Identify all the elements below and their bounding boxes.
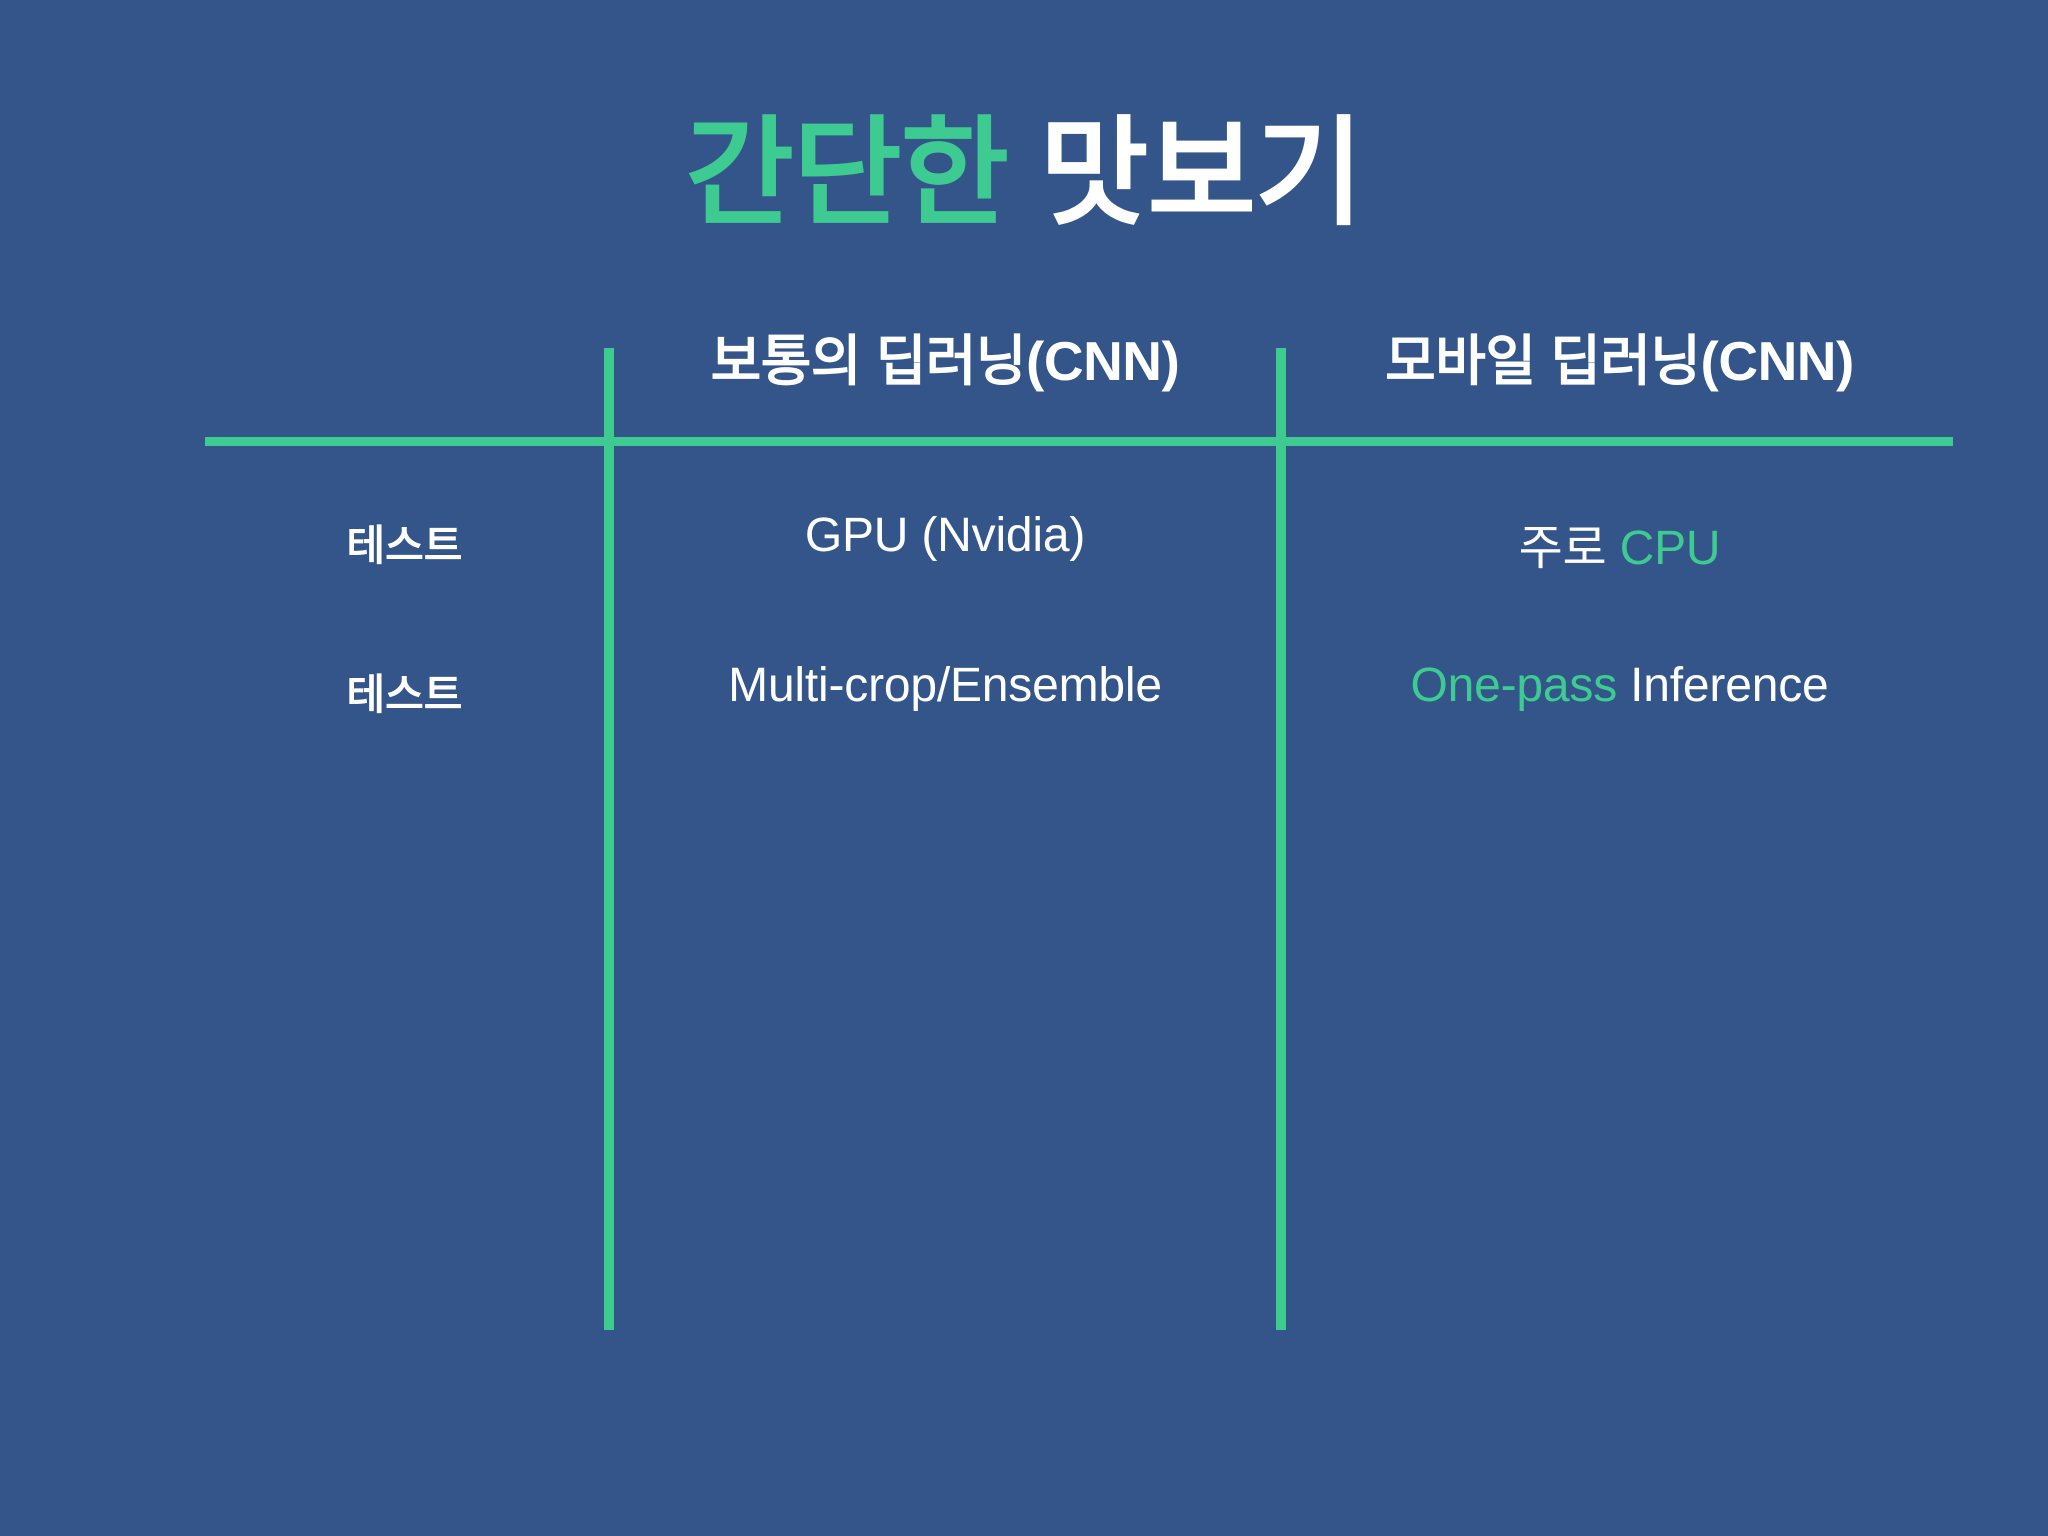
page-title-space — [1008, 108, 1040, 240]
page-title-accent: 간단한 — [685, 108, 1009, 240]
table-column-header-2: 모바일 딥러닝(CNN) — [1385, 330, 1854, 392]
table-column-divider-1 — [604, 348, 614, 1330]
table-column-divider-2 — [1276, 348, 1286, 1330]
table-row-label-2: 테스트 — [346, 671, 463, 718]
table-cell-r2c2-suffix: Inference — [1617, 659, 1829, 712]
table-cell-r1c2: 주로 CPU — [1286, 508, 1953, 578]
table-header-divider — [205, 437, 1953, 446]
table-cell-r1c1-text: GPU (Nvidia) — [804, 509, 1086, 562]
table-column-header-1: 보통의 딥러닝(CNN) — [710, 330, 1180, 392]
table-row-label-1: 테스트 — [346, 522, 463, 569]
table-cell-r1c2-prefix: 주로 — [1518, 522, 1620, 575]
page-title: 간단한 맛보기 — [0, 108, 2048, 240]
table-cell-r2c2: One-pass Inference — [1286, 658, 1953, 713]
table-cell-r1c2-highlight: CPU — [1619, 522, 1721, 575]
table-cell-r2c1-text: Multi-crop/Ensemble — [728, 659, 1162, 712]
table-cell-r2c1: Multi-crop/Ensemble — [614, 658, 1276, 713]
page-title-plain: 맛보기 — [1039, 108, 1364, 240]
table-cell-r2c2-highlight: One-pass — [1410, 659, 1618, 712]
table-cell-r1c1: GPU (Nvidia) — [614, 508, 1276, 563]
